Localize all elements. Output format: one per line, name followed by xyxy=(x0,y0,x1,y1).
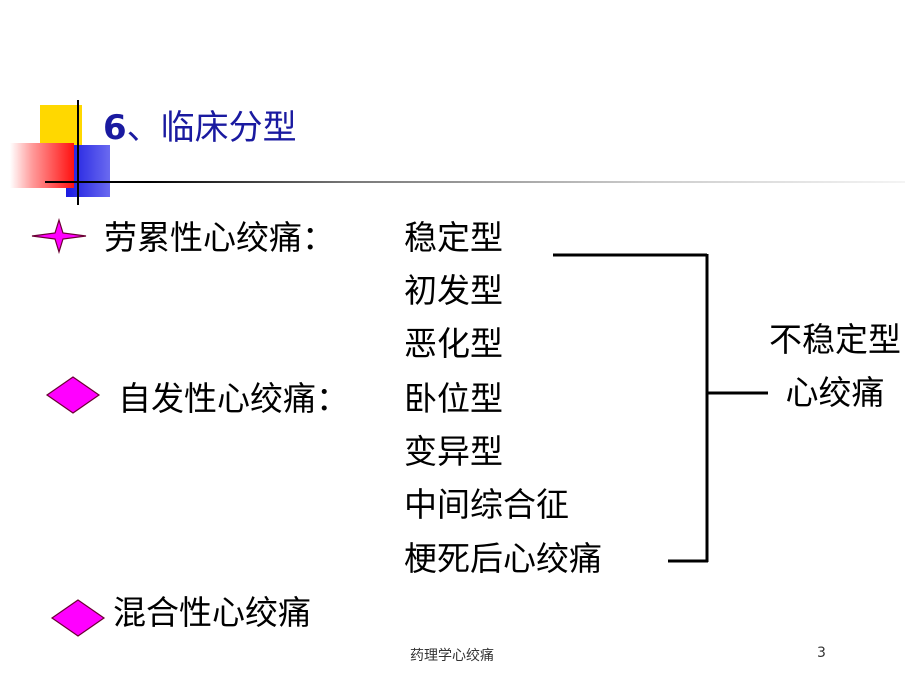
subtype-initial: 初发型 xyxy=(404,271,503,310)
subtype-stable: 稳定型 xyxy=(404,218,503,257)
subtype-post-infarction: 梗死后心绞痛 xyxy=(404,539,602,578)
title-text: 、临床分型 xyxy=(126,108,297,148)
unstable-angina-label: 不稳定型心绞痛 xyxy=(769,320,901,412)
subtype-variant: 变异型 xyxy=(404,432,503,471)
title-underline xyxy=(45,181,905,183)
title-number: 6 xyxy=(103,108,127,148)
subtype-decubitus: 卧位型 xyxy=(404,379,503,418)
subtype-intermediate-syndrome: 中间综合征 xyxy=(404,485,569,524)
category-mixed: 混合性心绞痛 xyxy=(113,593,311,632)
page-number: 3 xyxy=(817,645,826,661)
decor-vertical-line xyxy=(77,100,79,205)
category-spontaneous: 自发性心绞痛： xyxy=(118,379,349,418)
slide-title: 6、临床分型 xyxy=(103,106,297,150)
diamond-icon xyxy=(50,599,106,637)
diamond-icon xyxy=(45,376,101,414)
four-point-star-icon xyxy=(31,218,87,254)
decor-red-gradient-square xyxy=(10,143,74,188)
category-exertional: 劳累性心绞痛： xyxy=(104,218,335,257)
subtype-worsening: 恶化型 xyxy=(404,324,503,363)
footer-text: 药理学心绞痛 xyxy=(410,648,494,664)
decor-yellow-square xyxy=(40,105,82,147)
